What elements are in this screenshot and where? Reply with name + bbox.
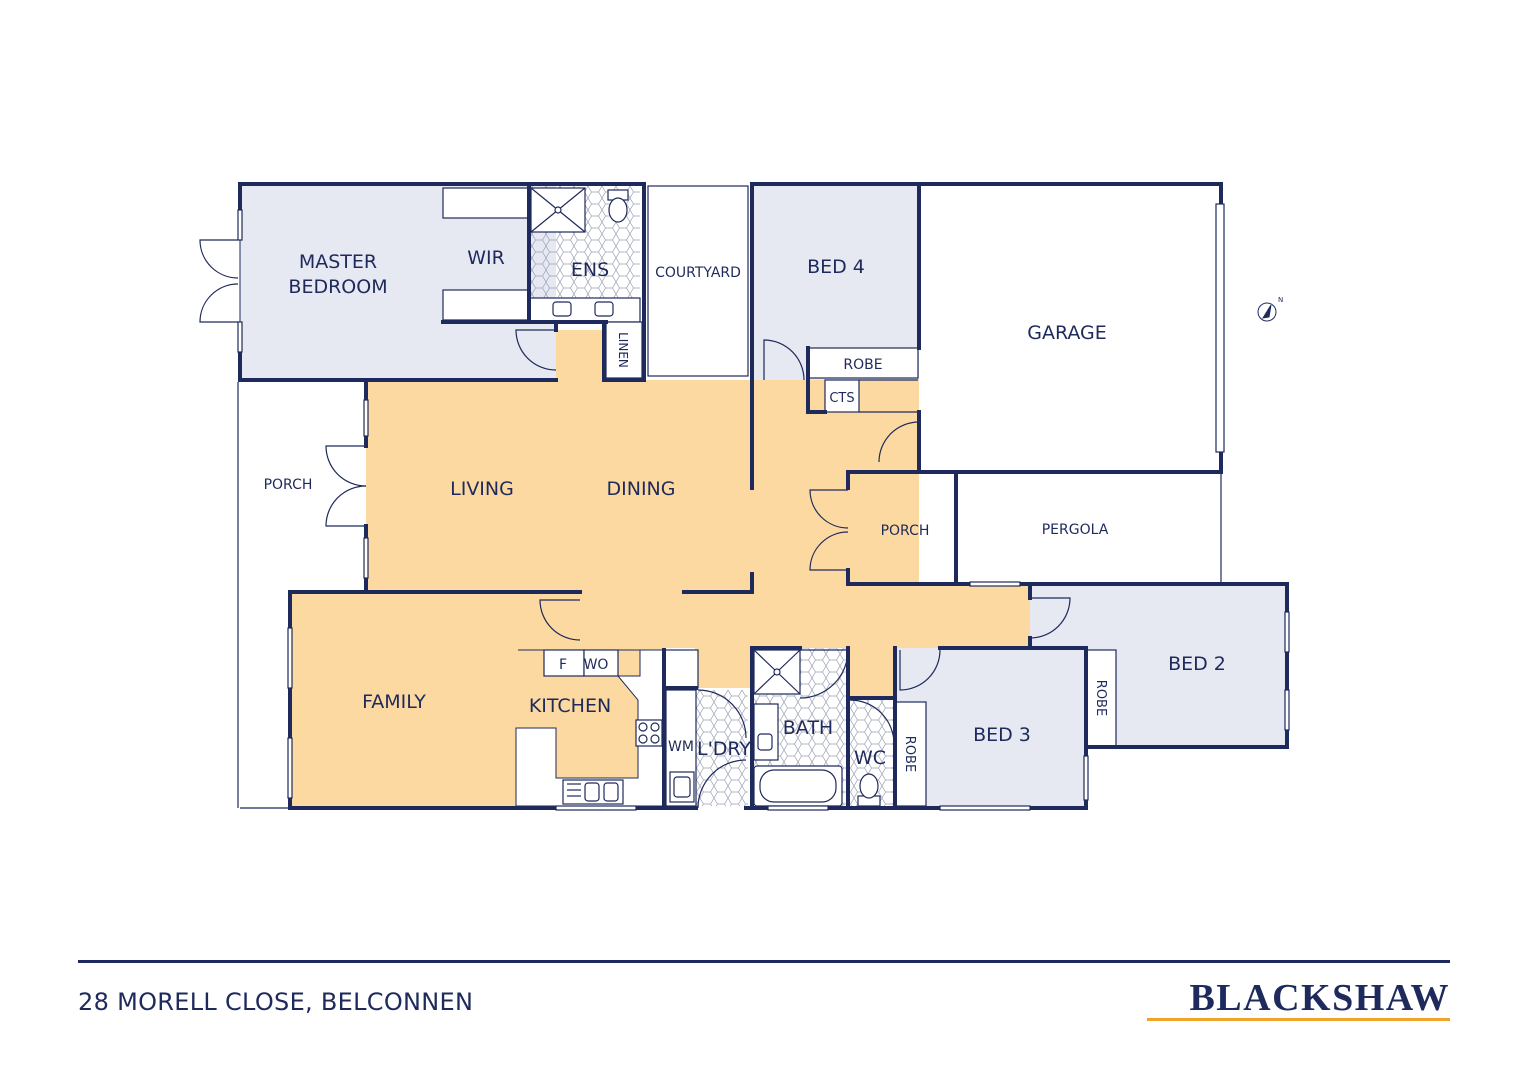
label-robe-bed3: ROBE — [902, 736, 917, 772]
label-wir: WIR — [467, 247, 505, 269]
label-bed3: BED 3 — [973, 724, 1031, 746]
laundry-floor — [696, 690, 748, 806]
label-garage: GARAGE — [1027, 322, 1107, 344]
north-arrow-icon: N — [1257, 296, 1283, 322]
hall-stub-wc — [848, 640, 896, 698]
label-family: FAMILY — [362, 691, 426, 713]
pantry — [663, 649, 699, 689]
label-cts: CTS — [829, 391, 854, 406]
brand-logo: BLACKSHAW — [1189, 977, 1450, 1019]
label-robe-bed4: ROBE — [843, 357, 882, 373]
label-linen: LINEN — [616, 332, 630, 368]
label-master-2: BEDROOM — [288, 276, 387, 298]
label-wm: WM — [668, 739, 694, 755]
label-wc: WC — [854, 747, 886, 769]
label-ens: ENS — [571, 259, 609, 281]
cts-cupboard — [824, 379, 860, 413]
bed4-robe — [807, 347, 919, 379]
family-area — [290, 592, 665, 808]
dining-east — [753, 380, 919, 590]
label-fridge: F — [559, 657, 567, 673]
fixtures — [237, 185, 1222, 809]
footer-rule — [78, 960, 1450, 963]
hall-stub-laundry — [695, 640, 750, 688]
label-dining: DINING — [607, 478, 676, 500]
label-master-1: MASTER — [299, 251, 377, 273]
label-bed2: BED 2 — [1168, 653, 1226, 675]
brand-underline — [1147, 1018, 1450, 1021]
label-living: LIVING — [450, 478, 514, 500]
label-laundry: L'DRY — [697, 738, 751, 760]
wir-shelf-bottom — [442, 289, 530, 321]
wir-shelf-top — [442, 187, 530, 219]
bed3-area — [895, 648, 1085, 808]
bed2-robe — [1085, 649, 1117, 747]
property-address: 28 MORELL CLOSE, BELCONNEN — [78, 988, 474, 1016]
wall-oven — [583, 649, 619, 677]
living-area — [366, 380, 753, 592]
label-porch-east: PORCH — [881, 523, 930, 539]
bath-vanity — [753, 703, 779, 761]
label-kitchen: KITCHEN — [529, 695, 611, 717]
courtyard-frame — [647, 185, 749, 377]
label-bed4: BED 4 — [807, 256, 865, 278]
label-porch-west: PORCH — [264, 477, 313, 493]
fridge-space — [543, 649, 585, 677]
doors-windows — [199, 203, 1290, 811]
svg-text:N: N — [1278, 296, 1283, 304]
ensuite-vanity — [529, 297, 641, 323]
label-wall-oven: WO — [584, 657, 609, 673]
label-bath: BATH — [783, 717, 833, 739]
hall-upper — [556, 330, 606, 385]
label-courtyard: COURTYARD — [655, 265, 741, 281]
room-labels: MASTER BEDROOM WIR ENS COURTYARD BED 4 G… — [264, 247, 1226, 772]
label-robe-bed2: ROBE — [1093, 680, 1108, 716]
label-pergola: PERGOLA — [1042, 522, 1109, 538]
garage-roller-door — [1215, 203, 1225, 453]
